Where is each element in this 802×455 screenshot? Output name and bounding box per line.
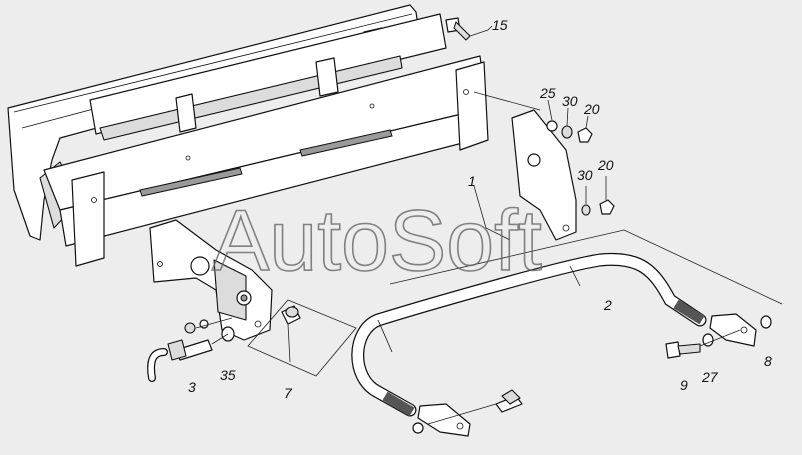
callout-3: 3 bbox=[188, 379, 196, 395]
callout-30-lower: 30 bbox=[577, 167, 593, 183]
bolt-15 bbox=[445, 17, 493, 41]
fitting-7 bbox=[281, 305, 301, 363]
fasteners-mid bbox=[473, 176, 615, 241]
fasteners-upper bbox=[546, 99, 593, 143]
fitting-3 bbox=[147, 317, 235, 382]
tow-bar bbox=[351, 252, 757, 437]
callout-20-upper: 20 bbox=[583, 101, 600, 117]
frame-crossmember bbox=[43, 13, 489, 267]
left-bracket bbox=[149, 219, 273, 341]
callout-15: 15 bbox=[492, 17, 508, 33]
right-bracket bbox=[511, 109, 577, 241]
leader-planes bbox=[247, 91, 783, 377]
watermark-text: AutoSoft bbox=[212, 193, 542, 289]
bolt-9-washer-27 bbox=[665, 315, 772, 359]
callouts: 15 25 30 20 20 30 1 2 3 35 7 8 9 27 bbox=[188, 17, 772, 401]
callout-9: 9 bbox=[680, 377, 688, 393]
callout-8: 8 bbox=[764, 353, 772, 369]
callout-27: 27 bbox=[701, 369, 719, 385]
callout-1: 1 bbox=[468, 173, 476, 189]
callout-30-upper: 30 bbox=[562, 93, 578, 109]
callout-35: 35 bbox=[220, 367, 236, 383]
pin-near-bar bbox=[412, 389, 523, 434]
callout-2: 2 bbox=[603, 297, 612, 313]
callout-20-lower: 20 bbox=[597, 157, 614, 173]
callout-25: 25 bbox=[539, 85, 556, 101]
callout-7: 7 bbox=[284, 385, 293, 401]
